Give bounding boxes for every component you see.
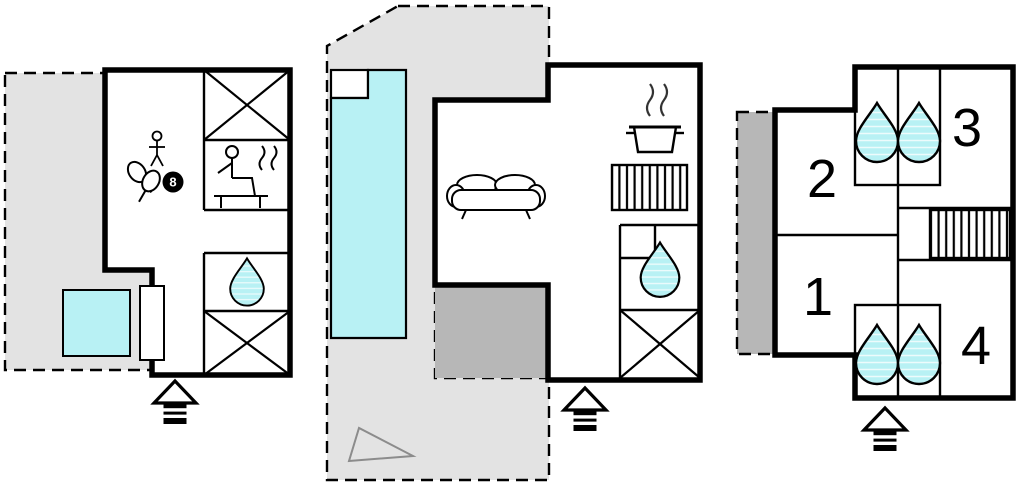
bottom-cross-icon [203, 310, 291, 376]
stairs-stripes-icon [928, 208, 1012, 260]
swimming-pool-icon [329, 68, 408, 340]
unit-right-bedrooms: 1 2 3 4 [735, 64, 1016, 453]
hot-tub-icon [62, 289, 131, 357]
room-outline [432, 62, 703, 383]
eight-ball-icon: 8 [162, 171, 184, 193]
wardrobe-cross-icon [203, 69, 291, 141]
interior-walls [775, 65, 1013, 400]
stove-pot-icon [626, 83, 684, 154]
entrance-arrow-icon [562, 386, 608, 433]
room-number-2: 2 [807, 149, 837, 209]
pool-steps-icon [329, 68, 370, 100]
unit-middle-main [325, 4, 703, 482]
entrance-arrow-icon [862, 406, 908, 453]
covered-patio-area [435, 285, 548, 378]
grill-stripes-icon [610, 163, 689, 212]
table-tennis-icon [126, 160, 161, 203]
door-icon [139, 285, 165, 361]
side-terrace-area [735, 110, 777, 356]
room-number-3: 3 [952, 98, 982, 158]
room-number-1: 1 [803, 267, 833, 327]
sofa-icon [446, 174, 546, 220]
bottom-cross-icon [619, 309, 701, 379]
terrace-triangle-decor [347, 426, 417, 463]
room-number-4: 4 [961, 316, 991, 376]
unit-left-annex: 8 [3, 67, 293, 426]
sauna-icon [214, 145, 278, 208]
eight-ball-label: 8 [169, 175, 176, 190]
player-figure-icon [149, 130, 165, 167]
entrance-arrow-icon [152, 379, 198, 426]
